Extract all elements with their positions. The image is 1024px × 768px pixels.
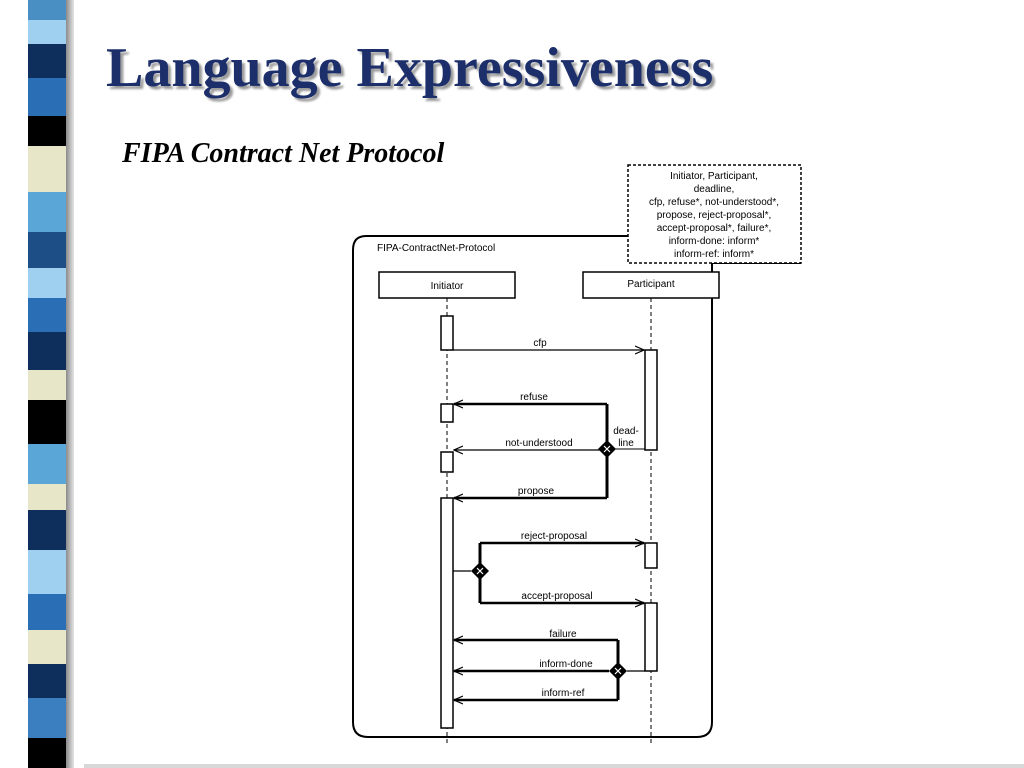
note-line: deadline, (694, 184, 735, 195)
message-label: inform-done (539, 659, 593, 670)
deadline-label: dead- (613, 426, 639, 437)
activation-bar (440, 403, 454, 423)
activation-bar (644, 602, 658, 672)
sequence-diagram: FIPA-ContractNet-Protocol Initiator, Par… (352, 164, 802, 745)
slide-title: Language Expressiveness (106, 37, 714, 99)
participant-label: Participant (627, 279, 674, 290)
bottom-rule (84, 764, 1024, 768)
xor-mark (476, 567, 484, 575)
parameter-note (627, 164, 802, 264)
message-label: cfp (533, 338, 547, 349)
message-label: failure (549, 629, 577, 640)
xor-mark (614, 667, 622, 675)
protocol-frame (352, 235, 801, 738)
activation-bar (440, 497, 454, 729)
deadline-label: line (618, 438, 634, 449)
message-label: refuse (520, 392, 548, 403)
note-line: inform-done: inform* (669, 236, 760, 247)
slide-subtitle: FIPA Contract Net Protocol (122, 138, 445, 169)
note-line: propose, reject-proposal*, (657, 210, 772, 221)
decorative-stripe (0, 0, 84, 768)
message-label: reject-proposal (521, 531, 587, 542)
activation-bar (440, 315, 454, 351)
activation-bar (644, 349, 658, 451)
initiator-label: Initiator (431, 281, 464, 292)
activation-bar (440, 451, 454, 473)
note-line: accept-proposal*, failure*, (657, 223, 772, 234)
message-label: inform-ref (542, 688, 585, 699)
xor-mark (603, 445, 611, 453)
participant-lifeline-head (582, 271, 720, 299)
note-line: cfp, refuse*, not-understood*, (649, 197, 779, 208)
note-line: inform-ref: inform* (674, 249, 754, 260)
activation-bar (644, 542, 658, 569)
message-label: propose (518, 486, 555, 497)
note-line: Initiator, Participant, (670, 171, 758, 182)
message-label: accept-proposal (521, 591, 592, 602)
frame-label: FIPA-ContractNet-Protocol (377, 243, 495, 254)
message-label: not-understood (505, 438, 572, 449)
